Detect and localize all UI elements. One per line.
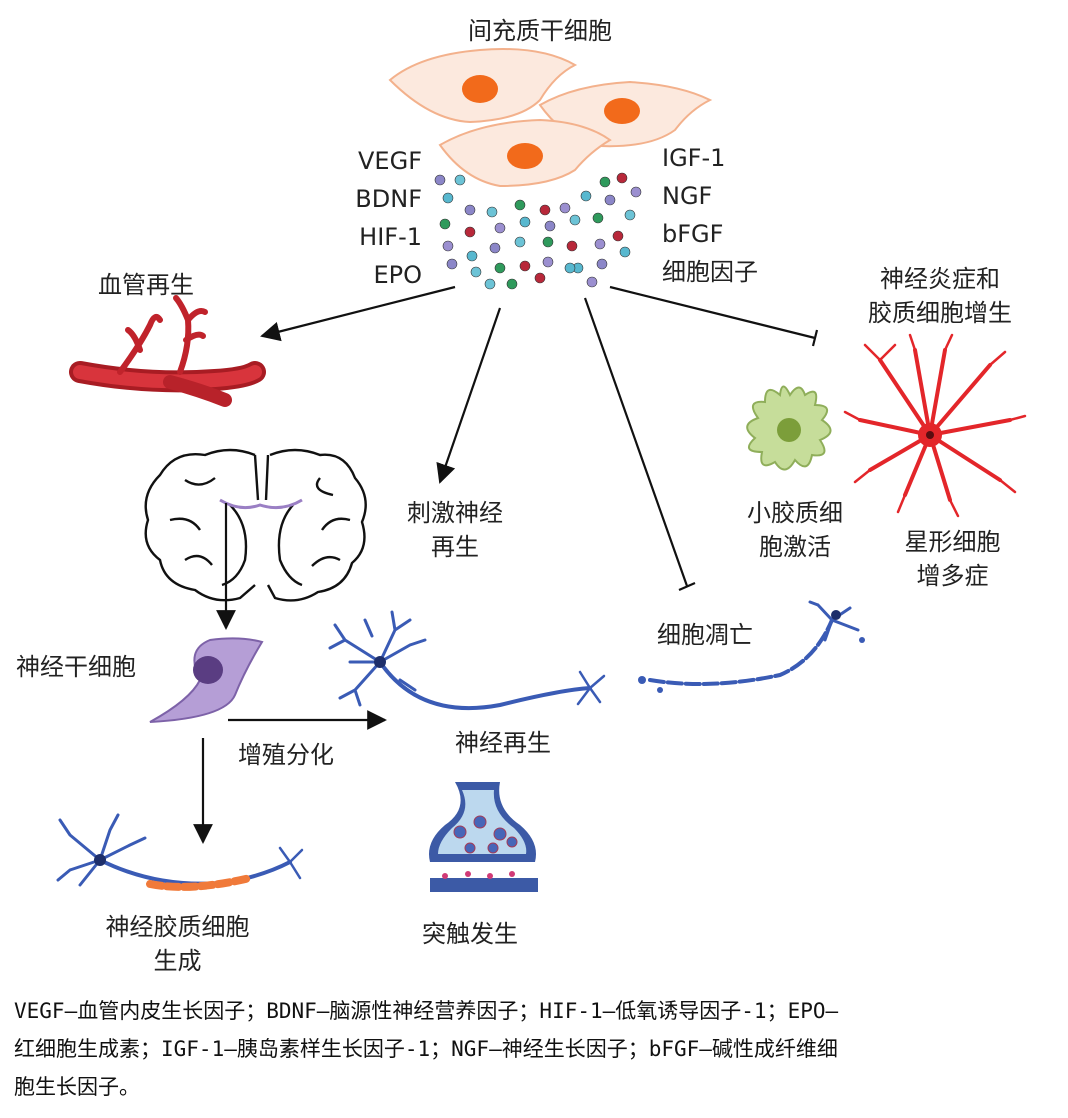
arrow-to-stimulate [436,307,502,484]
factor-dot [564,262,576,274]
factor-dot [442,240,454,252]
factor-dot [446,258,458,270]
factor-dot [616,172,628,184]
myelinated-neuron [56,813,304,891]
label-neuroinflammation: 神经炎症和 胶质细胞增生 [850,262,1030,330]
factor-dot [559,202,571,214]
caption-line-2: 红细胞生成素；IGF-1—胰岛素样生长因子-1；NGF—神经生长因子；bFGF—… [14,1037,838,1061]
factor-dot [542,256,554,268]
factor-dot [594,238,606,250]
neuroinflam-line-2: 胶质细胞增生 [868,299,1012,327]
label-proliferation: 增殖分化 [238,741,334,769]
gliogenesis-line-2: 生成 [153,947,202,975]
stimulate-line-1: 刺激神经 [407,499,503,527]
brain-section [144,448,367,602]
factor-dot [586,276,598,288]
label-gliogenesis: 神经胶质细胞 生成 [85,910,270,978]
factor-dot [596,258,608,270]
label-apoptosis: 细胞凋亡 [657,621,753,649]
neural-stem-cell [149,637,264,723]
factor-dot [534,272,546,284]
astrocyte-line-2: 增多症 [916,562,989,590]
msc-nucleus-3 [507,143,543,169]
figure-caption: VEGF—血管内皮生长因子；BDNF—脑源性神经营养因子；HIF-1—低氧诱导因… [14,992,1054,1106]
factor-bdnf: BDNF [355,185,422,213]
factor-dot [494,262,506,274]
factor-hif1: HIF-1 [359,223,422,251]
caption-line-3: 胞生长因子。 [14,1075,140,1099]
factor-igf1: IGF-1 [662,144,726,172]
secreted-factors [434,172,642,290]
msc-nucleus-2 [604,98,640,124]
label-neuroregeneration: 神经再生 [455,729,551,757]
stimulate-line-2: 再生 [431,533,479,561]
factor-dot [599,176,611,188]
factor-dot [539,204,551,216]
factor-dot [466,250,478,262]
gliogenesis-line-1: 神经胶质细胞 [105,913,250,941]
factor-dot [544,220,556,232]
neuron-regeneration [328,610,606,710]
factor-dot [592,212,604,224]
factor-dot [494,222,506,234]
factor-dot [580,190,592,202]
caption-line-1: VEGF—血管内皮生长因子；BDNF—脑源性神经营养因子；HIF-1—低氧诱导因… [14,999,839,1023]
microglia-line-1: 小胶质细 [747,499,843,527]
microglia-line-2: 胞激活 [759,533,831,561]
label-synaptogenesis: 突触发生 [422,920,518,948]
factor-dot [470,266,482,278]
synapse [429,782,538,892]
inhibit-neuroinflammation-bar [811,329,819,347]
astrocyte-cell [843,333,1027,518]
label-stimulate-regeneration: 刺激神经 再生 [390,496,520,564]
factor-dot [486,206,498,218]
factor-dot [454,174,466,186]
factor-dot [514,236,526,248]
label-factors-right: IGF-1 NGF bFGF 细胞因子 [662,139,758,291]
factor-bfgf: bFGF [662,220,724,248]
blood-vessel [69,295,266,407]
factor-dot [624,209,636,221]
label-microglia: 小胶质细 胞激活 [730,496,860,564]
label-astrocytosis: 星形细胞 增多症 [885,525,1020,593]
factor-dot [519,216,531,228]
factor-dot [569,214,581,226]
factor-cytokines: 细胞因子 [662,258,758,286]
factor-dot [464,204,476,216]
label-nsc: 神经干细胞 [16,653,136,681]
msc-mechanism-diagram [56,48,1027,892]
inhibit-apoptosis-bar [678,581,696,592]
factor-dot [464,226,476,238]
factor-dot [630,186,642,198]
astrocyte-line-1: 星形细胞 [904,528,1001,556]
label-msc: 间充质干细胞 [468,17,612,45]
factor-dot [514,199,526,211]
factor-epo: EPO [373,261,422,289]
factor-vegf: VEGF [358,147,422,175]
msc-cells [388,48,713,188]
factor-dot [484,278,496,290]
factor-dot [434,174,446,186]
inhibit-neuroinflammation [609,285,816,340]
factor-dot [519,260,531,272]
msc-nucleus-1 [462,75,498,103]
label-angiogenesis: 血管再生 [98,271,194,299]
factor-dot [489,242,501,254]
factor-dot [542,236,554,248]
factor-ngf: NGF [662,182,713,210]
neuroinflam-line-1: 神经炎症和 [880,265,1000,293]
factor-dot [442,192,454,204]
factor-dot [439,218,451,230]
factor-dot [619,246,631,258]
inhibit-apoptosis [583,297,689,587]
factor-dot [506,278,518,290]
factor-dot [566,240,578,252]
microglia-cell [746,385,832,471]
arrow-to-angiogenesis [260,285,456,342]
label-factors-left: VEGF BDNF HIF-1 EPO [340,142,422,294]
neuron-apoptotic [638,600,865,693]
factor-dot [604,194,616,206]
factor-dot [612,230,624,242]
